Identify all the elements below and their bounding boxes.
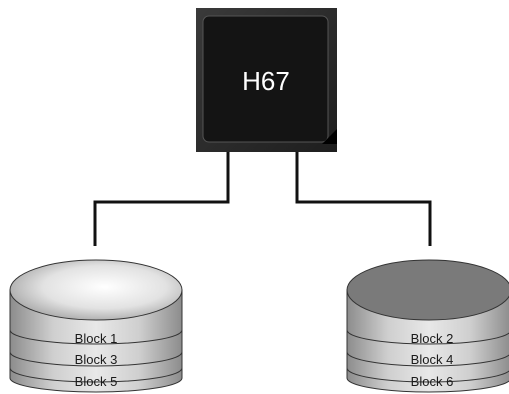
disk-left-block-label: Block 1: [75, 331, 118, 346]
chip-corner-notch: [322, 129, 337, 144]
chipset-chip: H67: [196, 8, 337, 152]
disk-right-block-label: Block 2: [411, 331, 454, 346]
disk-right-top: [346, 259, 509, 321]
disk-left-block-label: Block 5: [75, 374, 118, 389]
disk-right: Block 2 Block 4 Block 6: [346, 259, 509, 393]
disk-left-top: [9, 259, 183, 321]
disk-left: Block 1 Block 3 Block 5: [9, 259, 183, 393]
disk-left-block-label: Block 3: [75, 352, 118, 367]
disk-right-block-label: Block 6: [411, 374, 454, 389]
chip-label: H67: [242, 66, 290, 96]
wire-right: [295, 152, 432, 246]
chip-inner-die: [202, 15, 329, 143]
wire-left: [93, 152, 230, 246]
disk-right-block-label: Block 4: [411, 352, 454, 367]
